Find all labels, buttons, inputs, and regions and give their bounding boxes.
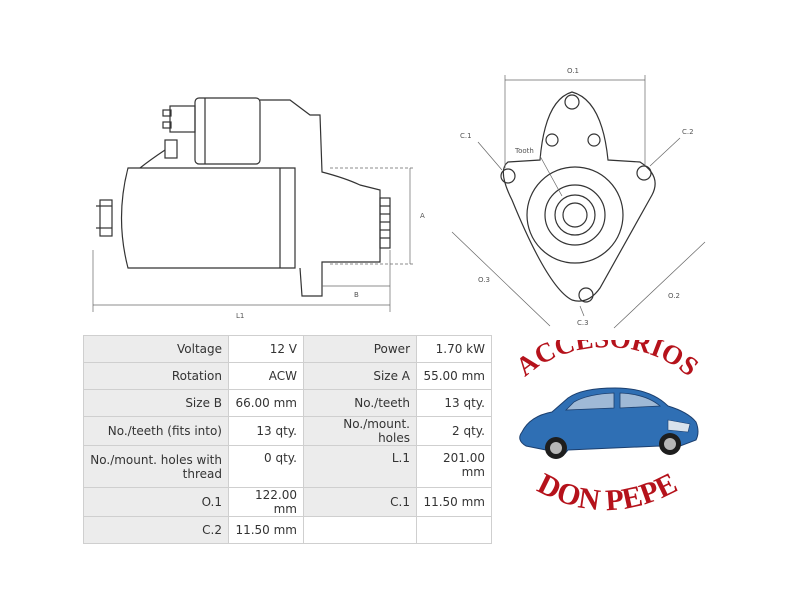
dimension-a-label: A <box>420 212 425 220</box>
spec-value: 13 qty. <box>416 389 492 417</box>
dimension-b-label: B <box>354 291 359 299</box>
spec-label: No./teeth (fits into) <box>83 416 229 446</box>
spec-label: Voltage <box>83 335 229 363</box>
spec-label: L.1 <box>303 445 417 488</box>
table-row: Size B 66.00 mm No./teeth 13 qty. <box>83 389 492 417</box>
dimension-c3-label: C.3 <box>577 319 589 327</box>
car-icon <box>519 387 699 459</box>
spec-value: ACW <box>228 362 304 390</box>
side-dimensions <box>92 167 415 312</box>
accesorios-don-pepe-logo: ACCESORIOS DON PEPE <box>510 340 704 517</box>
spec-value: 55.00 mm <box>416 362 492 390</box>
spec-label: No./mount. holes with thread <box>83 445 229 488</box>
logo-line1: ACCESORIOS <box>510 340 704 382</box>
dimension-c1-label: C.1 <box>460 132 472 140</box>
spec-label: Rotation <box>83 362 229 390</box>
starter-front-view <box>500 91 656 303</box>
dimension-o3-label: O.3 <box>478 276 490 284</box>
spec-value: 1.70 kW <box>416 335 492 363</box>
spec-value: 2 qty. <box>416 416 492 446</box>
specifications-table: Voltage 12 V Power 1.70 kW Rotation ACW … <box>83 335 492 544</box>
spec-label: O.1 <box>83 487 229 517</box>
spec-label: No./mount. holes <box>303 416 417 446</box>
table-row: No./mount. holes with thread 0 qty. L.1 … <box>83 445 492 488</box>
table-row: O.1 122.00 mm C.1 11.50 mm <box>83 487 492 517</box>
spec-label: Size A <box>303 362 417 390</box>
dimension-c2-label: C.2 <box>682 128 694 136</box>
spec-label: C.1 <box>303 487 417 517</box>
spec-value <box>416 516 492 544</box>
starter-motor-drawing: A B L1 O.1 C.1 C.2 O.3 O.2 C.3 Tooth <box>92 67 706 329</box>
spec-label: Power <box>303 335 417 363</box>
spec-value: 122.00 mm <box>228 487 304 517</box>
spec-value: 13 qty. <box>228 416 304 446</box>
logo-line2: DON PEPE <box>532 466 682 517</box>
table-row: Voltage 12 V Power 1.70 kW <box>83 335 492 363</box>
spec-value: 11.50 mm <box>416 487 492 517</box>
tooth-label: Tooth <box>514 147 534 155</box>
spec-value: 12 V <box>228 335 304 363</box>
dimension-o1-label: O.1 <box>567 67 579 75</box>
spec-label: No./teeth <box>303 389 417 417</box>
spec-value: 0 qty. <box>228 445 304 488</box>
starter-side-view <box>96 97 391 297</box>
spec-value: 66.00 mm <box>228 389 304 417</box>
front-dimensions <box>451 75 706 329</box>
table-row: C.2 11.50 mm <box>83 516 492 544</box>
table-row: No./teeth (fits into) 13 qty. No./mount.… <box>83 416 492 446</box>
spec-label: Size B <box>83 389 229 417</box>
spec-label: C.2 <box>83 516 229 544</box>
dimension-o2-label: O.2 <box>668 292 680 300</box>
spec-value: 201.00 mm <box>416 445 492 488</box>
table-row: Rotation ACW Size A 55.00 mm <box>83 362 492 390</box>
dimension-l1-label: L1 <box>236 312 244 320</box>
spec-value: 11.50 mm <box>228 516 304 544</box>
spec-label <box>303 516 417 544</box>
